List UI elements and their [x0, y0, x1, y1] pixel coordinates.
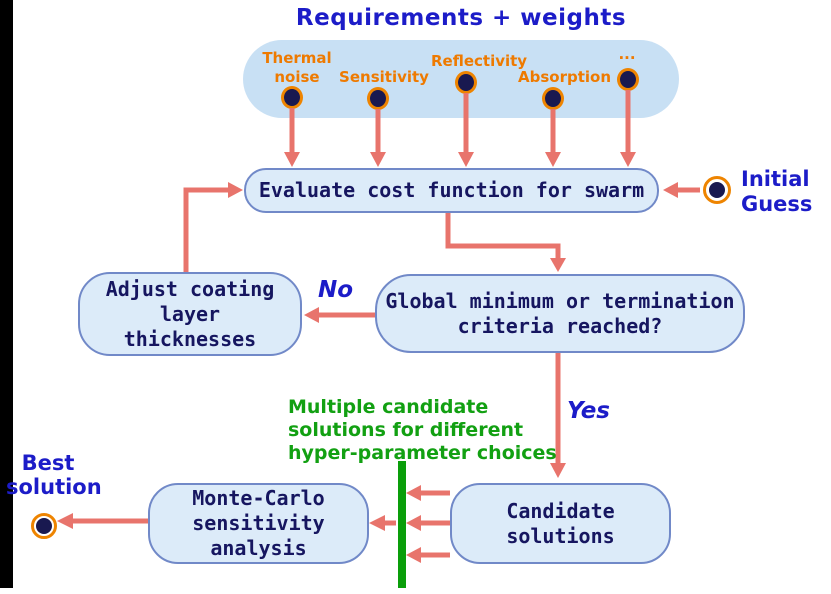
requirement-dot-icon — [367, 87, 389, 110]
requirement-label-ellipsis: ... — [618, 45, 636, 63]
dot-core — [709, 182, 725, 198]
arrow-adjust-loop-to-evaluate — [183, 182, 243, 272]
left-edge-black-bar — [0, 0, 13, 588]
node-global-minimum-check: Global minimum or termination criteria r… — [375, 274, 745, 353]
node-label: Monte-Carlo sensitivity analysis — [192, 486, 325, 560]
node-label: Adjust coating layer thicknesses — [105, 276, 275, 351]
diagram-title: Requirements + weights — [295, 5, 627, 31]
requirement-label-reflectivity: Reflectivity — [431, 52, 528, 70]
branch-label-yes: Yes — [567, 398, 610, 424]
node-evaluate-cost-function: Evaluate cost function for swarm — [244, 168, 659, 213]
green-separator-bar — [398, 461, 406, 588]
branch-label-no: No — [318, 277, 354, 303]
requirement-dot-icon — [617, 68, 639, 91]
arrow-no-to-adjust — [304, 307, 375, 323]
node-label: Evaluate cost function for swarm — [258, 178, 645, 202]
arrow-evaluate-to-global-check — [445, 213, 566, 272]
dot-core — [36, 518, 52, 534]
node-label: Global minimum or termination criteria r… — [385, 288, 735, 338]
node-adjust-coating-thicknesses: Adjust coating layer thicknesses — [78, 272, 302, 356]
arrow-candidate-to-bar-middle — [406, 515, 450, 531]
arrow-initial-guess-to-evaluate — [663, 182, 700, 198]
arrow-bar-to-monte-carlo — [369, 515, 396, 531]
requirement-dot-icon — [542, 87, 564, 110]
initial-guess-label: Initial Guess — [741, 167, 813, 216]
best-solution-label: Best solution — [6, 451, 102, 499]
requirement-label-thermal-noise: Thermal noise — [262, 49, 332, 86]
requirement-dot-icon — [455, 71, 477, 94]
arrow-candidate-to-bar-top — [406, 485, 450, 501]
arrow-candidate-to-bar-bottom — [406, 547, 450, 563]
requirement-label-absorption: Absorption — [518, 68, 612, 86]
node-candidate-solutions: Candidate solutions — [450, 483, 671, 564]
node-label: Candidate solutions — [506, 498, 615, 548]
initial-guess-dot-icon — [703, 176, 731, 204]
arrow-monte-carlo-to-best-solution — [57, 513, 148, 529]
node-monte-carlo-analysis: Monte-Carlo sensitivity analysis — [148, 483, 369, 564]
best-solution-dot-icon — [31, 513, 57, 539]
annotation-multiple-candidates: Multiple candidate solutions for differe… — [288, 396, 557, 464]
requirement-label-sensitivity: Sensitivity — [339, 68, 429, 86]
requirement-dot-icon — [281, 86, 303, 109]
